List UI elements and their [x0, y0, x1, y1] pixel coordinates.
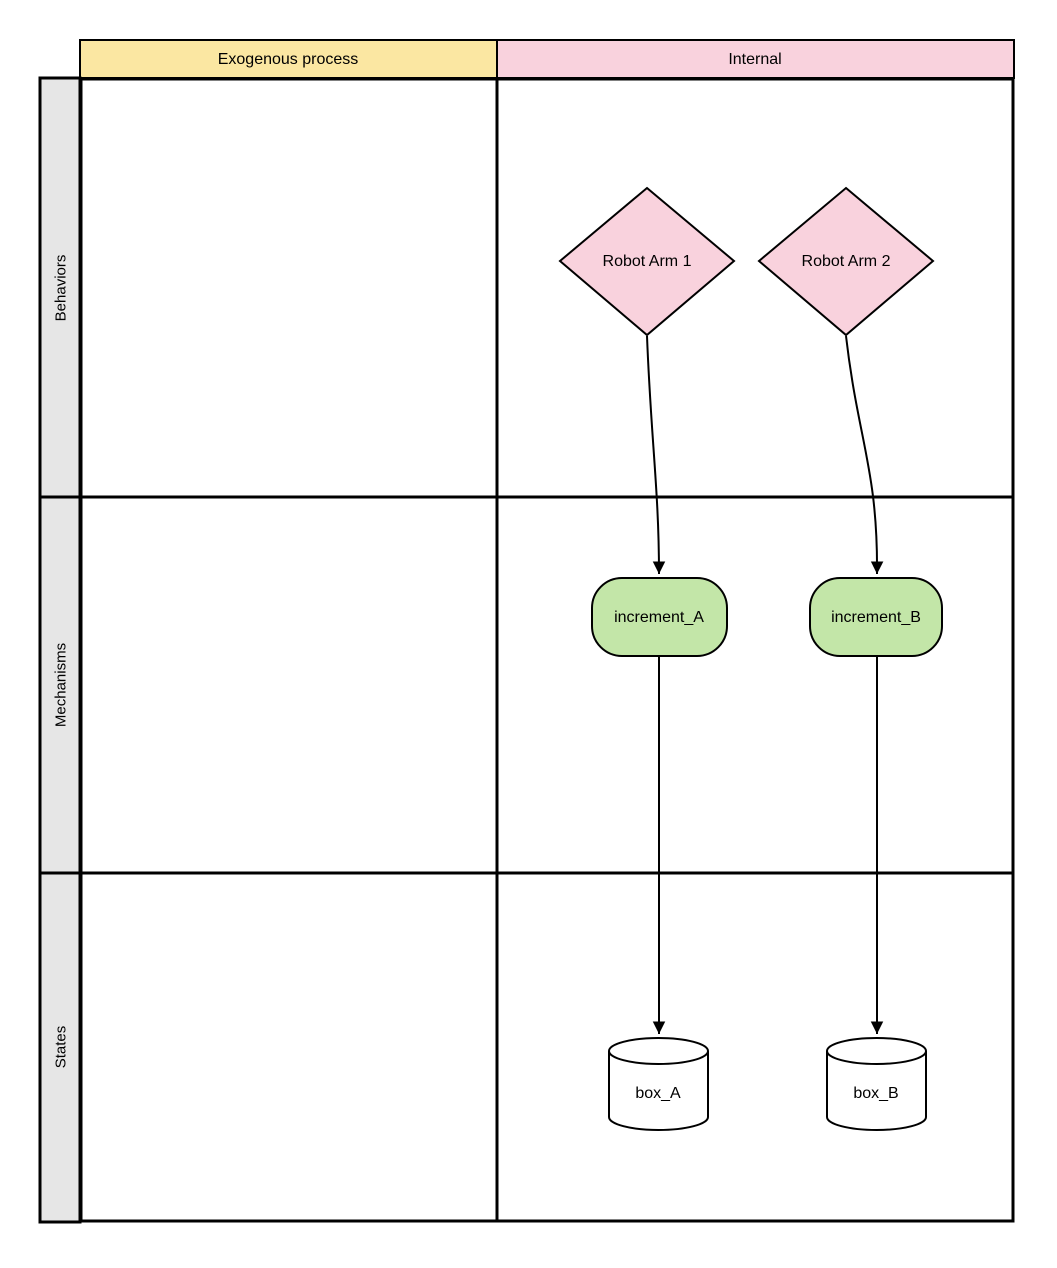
node-box-b[interactable]: box_B [826, 1037, 927, 1131]
node-box-a-rim [608, 1050, 709, 1065]
column-header-internal-bg [496, 39, 1015, 79]
column-header-exogenous-bg [79, 39, 498, 79]
node-box-b-rim [826, 1050, 927, 1065]
node-robot-arm-2[interactable]: Robot Arm 2 [757, 186, 935, 337]
edge-robot-arm-2-to-increment-b[interactable] [845, 335, 884, 575]
node-robot-arm-2-label: Robot Arm 2 [802, 253, 891, 270]
node-increment-b-shape [809, 577, 943, 657]
column-header-exogenous[interactable]: Exogenous process [79, 39, 498, 79]
node-robot-arm-1-shape [558, 186, 736, 337]
edge-robot-arm-1-to-increment-a[interactable] [646, 335, 666, 575]
node-increment-b[interactable]: increment_B [809, 577, 943, 657]
node-robot-arm-1-label: Robot Arm 1 [603, 253, 692, 270]
node-increment-b-label: increment_B [831, 609, 921, 626]
node-robot-arm-2-shape [757, 186, 935, 337]
node-box-b-label: box_B [853, 1085, 898, 1102]
row-header-mechanisms[interactable]: Mechanisms [38, 495, 82, 875]
node-increment-a[interactable]: increment_A [591, 577, 728, 657]
node-increment-a-shape [591, 577, 728, 657]
column-header-internal-label: Internal [728, 51, 781, 68]
node-box-a-shape [608, 1037, 709, 1131]
column-header-internal[interactable]: Internal [496, 39, 1015, 79]
node-box-b-shape [826, 1037, 927, 1131]
node-box-a-label: box_A [635, 1085, 681, 1102]
row-header-behaviors-label: Behaviors [53, 255, 70, 322]
node-increment-a-label: increment_A [614, 609, 704, 626]
row-header-mechanisms-label: Mechanisms [53, 643, 70, 727]
node-box-a[interactable]: box_A [608, 1037, 709, 1131]
column-header-exogenous-label: Exogenous process [218, 51, 359, 68]
row-header-behaviors[interactable]: Behaviors [38, 76, 82, 499]
grid-lines [79, 77, 1015, 1223]
row-header-states[interactable]: States [38, 871, 82, 1224]
node-robot-arm-1[interactable]: Robot Arm 1 [558, 186, 736, 337]
row-header-states-label: States [53, 1026, 70, 1069]
row-header-states-bg [38, 871, 82, 1224]
